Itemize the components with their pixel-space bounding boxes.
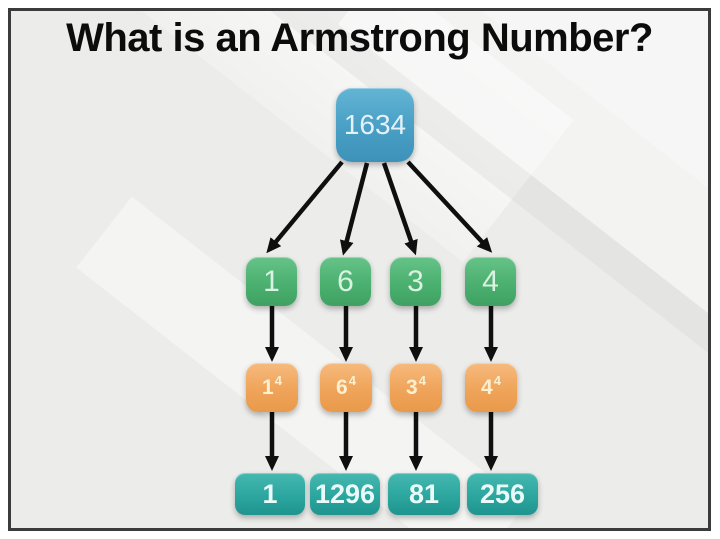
page-title: What is an Armstrong Number? xyxy=(66,16,653,60)
node-label: 256 xyxy=(479,478,526,509)
power-exponent: 4 xyxy=(274,373,282,388)
node-digit-4: 4 xyxy=(465,257,516,306)
power-base: 6 xyxy=(336,375,348,399)
node-label: 6 xyxy=(337,264,354,298)
node-label: 1634 xyxy=(343,109,407,140)
node-digit-3: 3 xyxy=(390,257,441,306)
node-label: 3 xyxy=(407,264,424,298)
node-label: 81 xyxy=(408,478,440,509)
power-base: 4 xyxy=(481,375,493,399)
power-exponent: 4 xyxy=(348,373,356,388)
node-label: 1 xyxy=(263,264,280,298)
node-number-1634: 1634 xyxy=(336,88,414,162)
node-digit-6: 6 xyxy=(320,257,371,306)
node-result-81: 81 xyxy=(388,473,460,515)
power-exponent: 4 xyxy=(418,373,426,388)
power-exponent: 4 xyxy=(493,373,501,388)
node-label: 1 xyxy=(262,478,278,509)
background-swoosh-3 xyxy=(338,11,708,369)
node-result-1: 1 xyxy=(235,473,305,515)
power-base: 3 xyxy=(406,375,418,399)
node-digit-1: 1 xyxy=(246,257,297,306)
node-label: 4 xyxy=(482,264,499,298)
node-label: 1296 xyxy=(314,478,376,509)
node-result-1296: 1296 xyxy=(310,473,380,515)
power-base: 1 xyxy=(262,375,274,399)
node-result-256: 256 xyxy=(467,473,538,515)
background-swoosh-2 xyxy=(11,11,708,399)
